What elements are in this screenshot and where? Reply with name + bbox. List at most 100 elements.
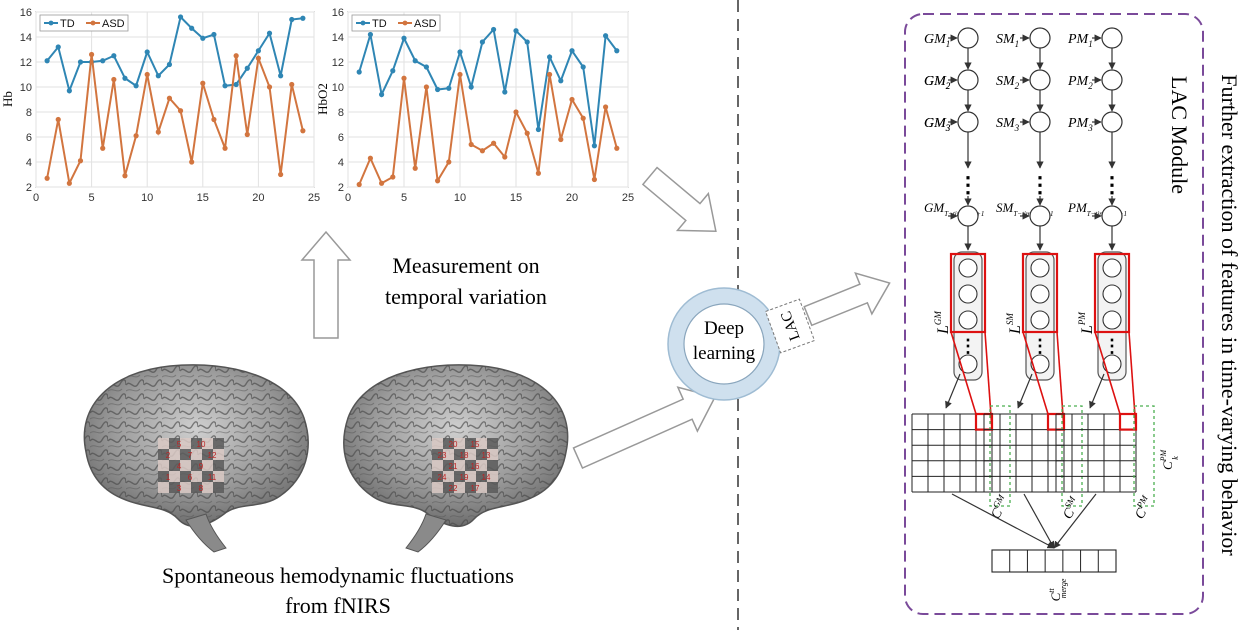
vertical-caption: Further extraction of features in time-v… <box>1217 74 1240 556</box>
channel-cell <box>454 438 465 449</box>
hbo2-xtick-label: 25 <box>622 192 634 204</box>
lac-recurrent-node <box>957 205 979 227</box>
channel-cell <box>169 438 180 449</box>
hb-td-point <box>200 35 206 41</box>
hb-legend-box <box>39 14 129 32</box>
hb-asd-point <box>66 180 72 186</box>
channel-cell <box>202 482 213 493</box>
hb-ytick-label: 6 <box>26 132 32 144</box>
hbo2-asd-line <box>358 74 618 185</box>
hbo2-td-point <box>468 84 474 90</box>
lac-projection-line <box>984 331 993 430</box>
hb-xtick-label: 0 <box>33 192 39 204</box>
hbo2-legend-marker <box>360 20 366 26</box>
lac-recurrent-node <box>1029 111 1051 133</box>
hb-ytick-label: 4 <box>26 157 32 169</box>
hbo2-asd-point <box>423 84 429 90</box>
channel-cell <box>158 460 169 471</box>
hb-legend-marker <box>90 20 96 26</box>
hbo2-asd-point <box>547 71 553 78</box>
hb-td-point <box>278 73 284 79</box>
hb-asd-point <box>233 53 239 59</box>
hb-td-point <box>222 83 228 89</box>
hbo2-td-point <box>401 35 407 41</box>
lac-merge-vector <box>991 549 1117 573</box>
channel-number: 7 <box>188 451 193 460</box>
channel-number: 5 <box>177 440 182 449</box>
channel-number: 1 <box>166 473 171 482</box>
lac-layer-ellipsis: ⋮ <box>959 336 977 356</box>
channel-cell <box>443 438 454 449</box>
hb-asd-point <box>122 173 128 179</box>
channel-cell <box>191 438 202 449</box>
lac-input-label: SM3 <box>996 116 1020 133</box>
lac-conv-to-merge-arrow <box>1053 493 1097 549</box>
channel-cell <box>191 449 202 460</box>
hb-asd-point <box>111 76 117 83</box>
channel-number: 17 <box>471 484 480 493</box>
hb-asd-point <box>144 71 150 78</box>
hbo2-td-point <box>524 39 530 45</box>
measurement-label-line2: temporal variation <box>385 284 547 309</box>
lac-module-title: LAC Module <box>1167 76 1192 194</box>
hbo2-asd-point <box>558 136 564 143</box>
hbo2-asd-point <box>479 148 485 154</box>
channel-cell <box>487 449 498 460</box>
hb-ytick-label: 10 <box>20 82 32 94</box>
channel-cell <box>180 471 191 482</box>
hb-asd-point <box>289 81 295 88</box>
hbo2-td-point <box>491 26 497 33</box>
channel-cell <box>465 438 476 449</box>
hb-xtick-label: 10 <box>141 192 153 204</box>
hb-asd-point <box>278 171 284 178</box>
hbo2-chart-series <box>356 26 620 188</box>
lac-layer-to-conv-arrow <box>945 373 961 409</box>
deep-learning-label-line2: learning <box>693 343 756 364</box>
hb-td-point <box>100 58 106 64</box>
lac-recurrent-node <box>1101 205 1123 227</box>
channel-cell <box>158 438 169 449</box>
lac-conv-to-merge-arrow <box>1023 493 1055 549</box>
channel-cell <box>476 471 487 482</box>
hb-asd-point <box>155 129 161 135</box>
hbo2-td-point <box>423 64 429 70</box>
hbo2-ytick-label: 10 <box>332 82 344 94</box>
lac-input-label: GM3 <box>924 116 951 133</box>
channel-cell <box>465 482 476 493</box>
hb-asd-point <box>100 145 106 151</box>
hb-asd-point <box>255 55 261 61</box>
up-hollow-arrow <box>300 230 352 339</box>
channel-number: 12 <box>208 451 217 460</box>
channel-cell <box>465 460 476 471</box>
hb-ytick-label: 2 <box>26 182 32 194</box>
lac-ellipsis: ⋮ <box>1101 172 1123 197</box>
channel-number: 21 <box>449 462 458 471</box>
channel-number: 15 <box>471 440 480 449</box>
hbo2-td-point <box>435 86 441 93</box>
hb-asd-line <box>46 54 304 187</box>
hbo2-asd-point <box>356 181 362 188</box>
lac-layer-unit <box>1030 258 1050 278</box>
hb-td-point <box>266 30 273 36</box>
channel-number: 16 <box>471 462 480 471</box>
hb-xtick-label: 5 <box>89 192 95 204</box>
hb-td-point <box>144 49 150 55</box>
hb-td-point <box>166 61 173 68</box>
channel-cell <box>169 460 180 471</box>
hbo2-asd-point <box>446 159 452 165</box>
hbo2-asd-point <box>603 104 609 110</box>
lac-layer-ellipsis: ⋮ <box>1103 336 1121 356</box>
hb-td-point <box>177 14 184 20</box>
hbo2-asd-point <box>412 165 418 171</box>
lac-layer-unit <box>1030 354 1050 374</box>
channel-cell <box>454 482 465 493</box>
lac-network: GM1GM2GM3⋮GMT−timestep+1⋮LGMCGMSM1SM2SM3… <box>911 27 1180 601</box>
channel-number: 10 <box>197 440 206 449</box>
lac-projection-line <box>1022 331 1049 415</box>
